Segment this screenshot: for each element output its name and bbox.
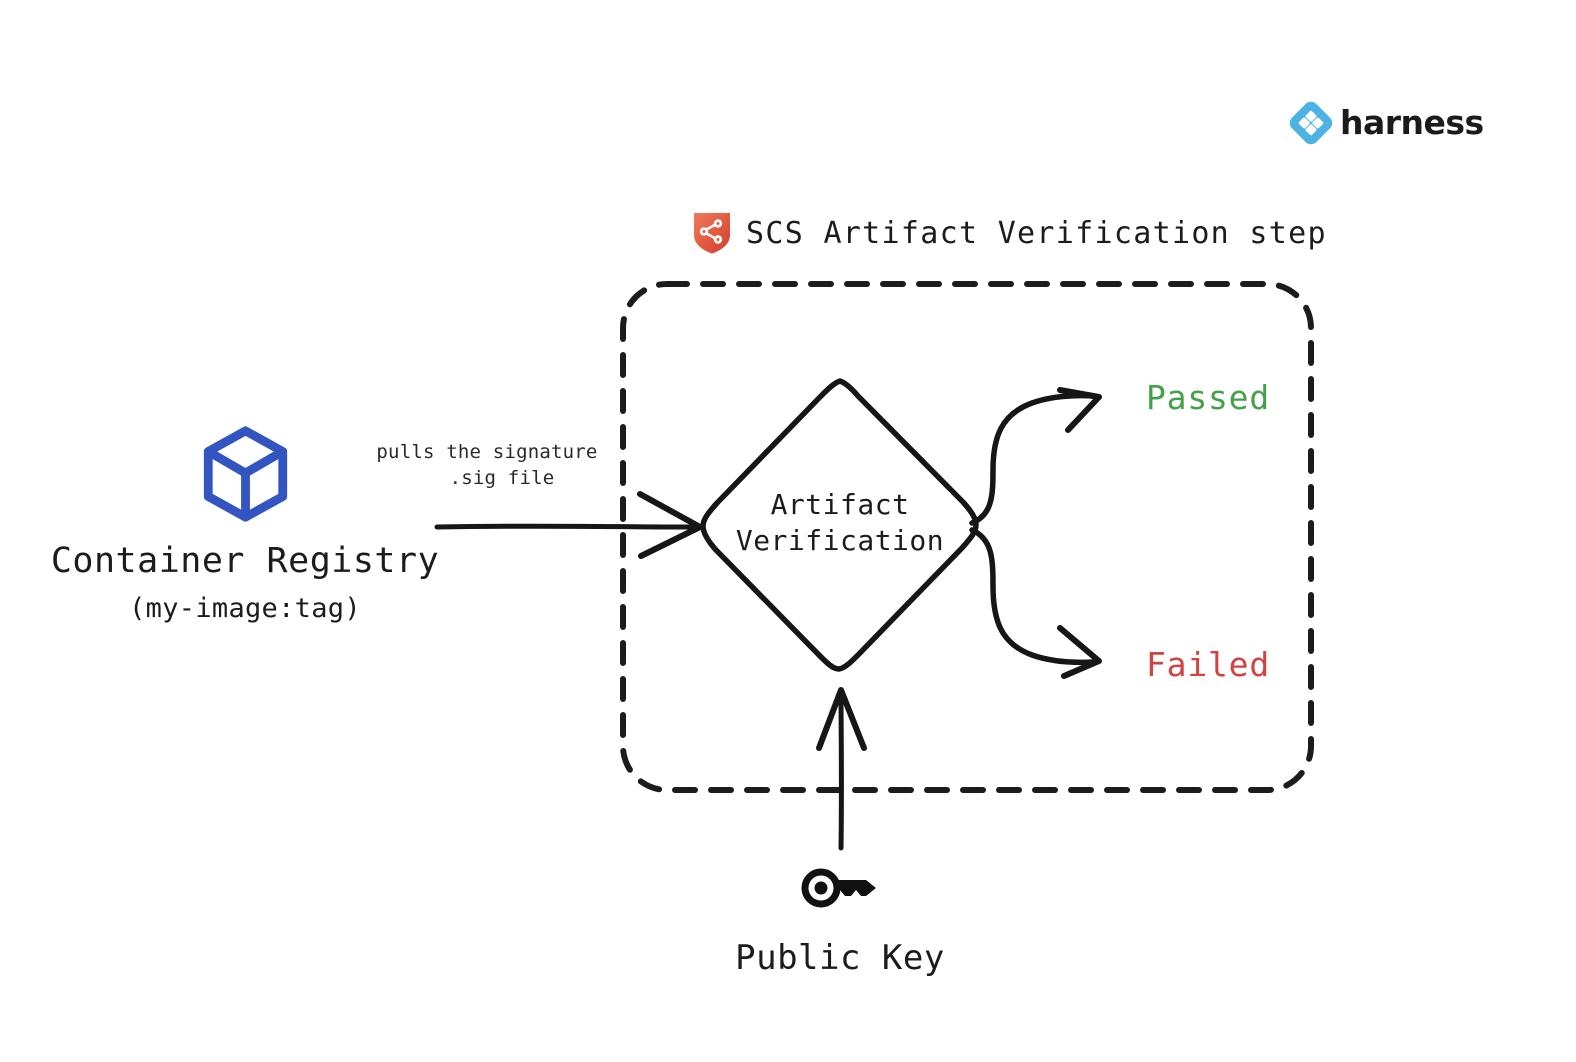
outcome-passed-label: Passed xyxy=(1146,378,1271,417)
public-key-node: Public Key xyxy=(700,860,980,978)
step-title-group: SCS Artifact Verification step xyxy=(692,211,1327,255)
harness-diamond-logo-icon xyxy=(1288,100,1334,146)
key-icon xyxy=(700,860,980,916)
container-cube-icon xyxy=(40,425,450,523)
edge-annotation-line1: pulls the signature xyxy=(376,441,598,463)
edge-decision-to-failed xyxy=(969,527,1102,679)
harness-wordmark: harness xyxy=(1340,102,1484,142)
edge-decision-to-passed xyxy=(969,387,1102,526)
edge-annotation-line2: .sig file xyxy=(449,466,555,489)
container-registry-label: Container Registry xyxy=(50,541,440,581)
outcome-failed-label: Failed xyxy=(1146,645,1271,684)
decision-node-label: Artifact Verification xyxy=(700,487,980,560)
edge-registry-to-decision xyxy=(434,491,703,559)
decision-label-line2: Verification xyxy=(735,524,945,558)
scs-shield-icon xyxy=(692,211,732,255)
harness-logo: harness xyxy=(1288,100,1484,146)
step-title-text: SCS Artifact Verification step xyxy=(746,215,1327,251)
public-key-label: Public Key xyxy=(735,938,945,978)
container-registry-node: Container Registry (my-image:tag) xyxy=(40,425,450,624)
decision-label-line1: Artifact xyxy=(770,488,910,521)
edge-annotation-pulls-signature: pulls the signature .sig file xyxy=(372,440,602,491)
container-registry-sublabel: (my-image:tag) xyxy=(129,593,361,624)
edge-publickey-to-decision xyxy=(816,687,867,851)
